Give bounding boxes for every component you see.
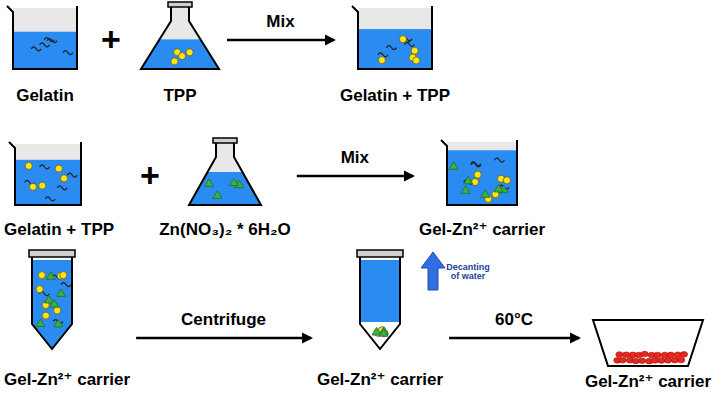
plus-sign: + — [140, 158, 160, 194]
vessel-label: TPP — [139, 86, 221, 106]
process-arrow — [297, 175, 413, 178]
vessel-label: Gel-Zn²⁺ carrier — [419, 220, 545, 240]
beaker-vessel — [5, 4, 85, 70]
vessel-label: Gelatin — [5, 86, 85, 106]
vessel-node: Gel-Zn²⁺ carrier — [317, 250, 443, 390]
vessel-node: TPP — [139, 2, 221, 106]
dish-vessel — [592, 318, 704, 368]
beaker-vessel — [7, 140, 89, 206]
process-arrow — [227, 39, 334, 42]
vessel-node: Gel-Zn²⁺ carrier — [585, 318, 711, 392]
vessel-node: Gelatin + TPP — [340, 4, 450, 106]
decant-note: Decanting of water — [445, 263, 491, 282]
beaker-vessel — [350, 4, 440, 70]
vessel-node: Gelatin + TPP — [4, 140, 114, 240]
arrow-label: Mix — [264, 12, 296, 32]
process-arrow — [136, 337, 311, 340]
arrow-label: Centrifuge — [179, 310, 268, 330]
flask-vessel — [187, 138, 263, 206]
vessel-label: Gel-Zn²⁺ carrier — [585, 372, 711, 392]
vessel-label: Gelatin + TPP — [4, 220, 114, 240]
vessel-node: Gel-Zn²⁺ carrier — [4, 250, 130, 390]
process-arrow — [449, 337, 579, 340]
vessel-label: Gel-Zn²⁺ carrier — [4, 370, 130, 390]
vessel-label: Gelatin + TPP — [340, 86, 450, 106]
arrow-label: Mix — [339, 148, 371, 168]
vessel-label: Zn(NO₃)₂ * 6H₂O — [159, 220, 291, 240]
decant-arrow — [421, 252, 445, 290]
beaker-vessel — [439, 138, 525, 206]
tube2-vessel — [357, 250, 403, 350]
flask-vessel — [139, 2, 221, 70]
vessel-label: Gel-Zn²⁺ carrier — [317, 370, 443, 390]
tube-vessel — [29, 250, 75, 350]
plus-sign: + — [101, 22, 121, 58]
vessel-node: Gel-Zn²⁺ carrier — [419, 138, 545, 240]
vessel-node: Zn(NO₃)₂ * 6H₂O — [159, 138, 291, 240]
arrow-label: 60°C — [493, 310, 535, 330]
vessel-node: Gelatin — [5, 4, 85, 106]
